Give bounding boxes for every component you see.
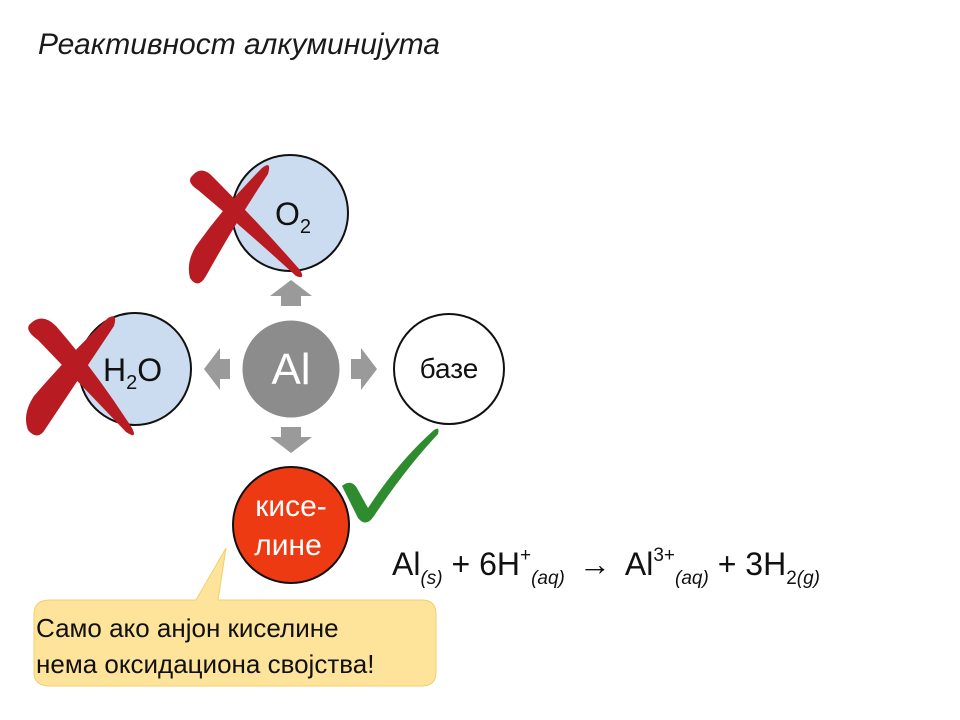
eq-al-state: (s) <box>420 568 443 589</box>
acids-node: кисе- лине <box>232 466 350 584</box>
check-mark-acids <box>342 428 439 523</box>
callout-text: Само ако анјон киселине нема оксидациона… <box>36 610 436 682</box>
cross-mark-oxygen <box>188 165 303 284</box>
water-o-label: O <box>137 352 162 388</box>
water-subscript: 2 <box>126 372 137 394</box>
callout-line2: нема оксидациона својства! <box>36 649 375 679</box>
arrow-left <box>204 348 230 390</box>
aluminium-node: Al <box>239 317 343 421</box>
eq-plus-h2: + 3H <box>708 546 787 582</box>
svg-text:H2O: H2O <box>103 352 162 394</box>
arrow-right <box>351 348 377 390</box>
eq-al-charge: 3+ <box>653 545 676 566</box>
aluminium-label: Al <box>271 345 310 394</box>
callout-bubble <box>33 547 437 687</box>
reaction-equation: Al(s) + 6H+(aq)→Al3+(aq) + 3H2(g) <box>392 545 820 590</box>
bases-node: базе <box>393 313 505 425</box>
eq-h2-sub: 2 <box>786 568 797 589</box>
svg-text:O2: O2 <box>275 196 311 238</box>
oxygen-node: O2 <box>231 154 349 272</box>
arrow-up <box>270 280 312 306</box>
oxygen-label: O <box>275 196 300 232</box>
eq-al-ion: Al <box>624 546 654 582</box>
oxygen-subscript: 2 <box>300 216 311 238</box>
arrow-down <box>270 427 312 453</box>
bases-label: базе <box>420 353 479 384</box>
eq-arrow: → <box>578 546 611 582</box>
eq-h-charge: + <box>519 545 532 566</box>
cross-mark-water <box>26 316 135 436</box>
acids-label-line2: лине <box>254 529 322 562</box>
eq-h2-state: (g) <box>796 568 820 589</box>
eq-al-ion-state: (aq) <box>675 568 709 589</box>
eq-plus-h: + 6H <box>442 546 520 582</box>
water-h-label: H <box>103 352 126 388</box>
eq-al: Al <box>392 546 421 582</box>
eq-h-state: (aq) <box>531 568 565 589</box>
acids-label-line1: кисе- <box>255 490 327 523</box>
callout-line1: Само ако анјон киселине <box>36 613 339 643</box>
slide-title: Реактивност алкуминијута <box>38 28 440 61</box>
